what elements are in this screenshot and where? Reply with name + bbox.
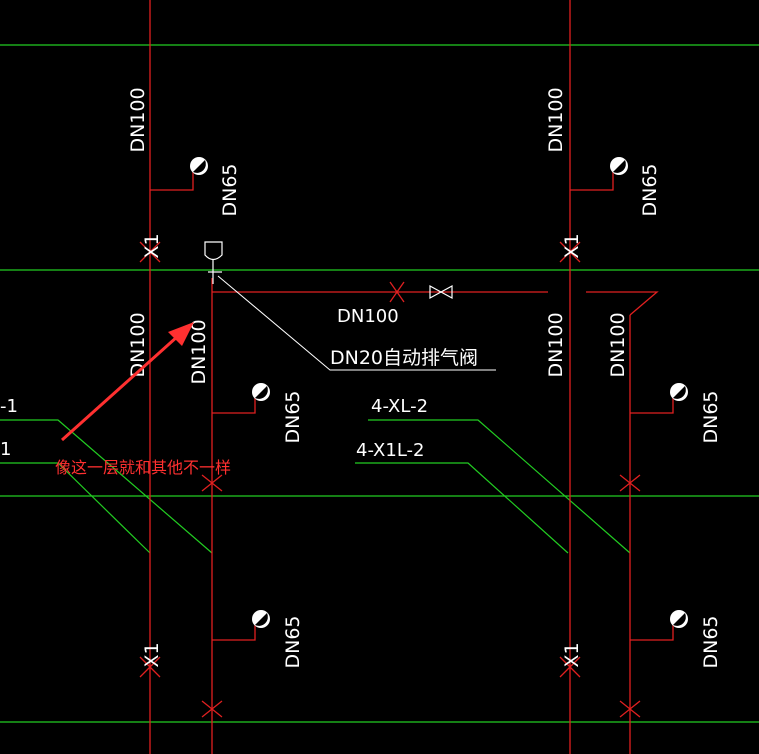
hydrant-icon	[610, 157, 628, 175]
label-dn65: DN65	[282, 615, 304, 668]
annotation-arrow-icon	[60, 322, 194, 442]
label-dn100: DN100	[545, 87, 567, 152]
branch-mid-right	[630, 398, 674, 414]
branch-bot-left	[212, 625, 256, 641]
x-marker-6	[559, 656, 581, 678]
hydrant-icon	[252, 383, 270, 401]
riser-markers	[139, 241, 641, 718]
pipe-right-bend	[586, 291, 659, 316]
leader-lines	[0, 419, 631, 554]
label-dn100: DN100	[188, 319, 210, 384]
label-dn65: DN65	[219, 163, 241, 216]
x-marker-4	[619, 474, 641, 492]
hydrant-icon	[252, 610, 270, 628]
risers	[149, 0, 631, 754]
label-dn100-horizontal: DN100	[337, 306, 399, 327]
label-left-cut-top: -1	[0, 396, 18, 417]
label-dn100: DN100	[607, 312, 629, 377]
label-dn65: DN65	[282, 390, 304, 443]
branch-bot-right	[630, 625, 674, 641]
label-x1: X1	[141, 642, 163, 667]
label-left-cut-bottom: 1	[0, 439, 11, 460]
label-dn100: DN100	[545, 312, 567, 377]
branch-top-left	[150, 172, 194, 191]
leader-xl2	[368, 419, 631, 554]
annotation-text: 像这一层就和其他不一样	[55, 458, 231, 477]
valve-icon	[429, 284, 453, 300]
air-valve-leader	[217, 275, 496, 371]
horizontal-pipe	[212, 281, 659, 316]
hydrant-branches	[150, 172, 674, 641]
hydrant-icon	[670, 383, 688, 401]
hydrant-icon	[670, 610, 688, 628]
leader-x1l2	[355, 462, 569, 554]
x-marker-1	[139, 241, 161, 263]
label-dn65: DN65	[700, 615, 722, 668]
x-marker-2	[559, 241, 581, 263]
label-air-valve: DN20自动排气阀	[330, 347, 478, 369]
label-dn100: DN100	[127, 312, 149, 377]
x-marker-3	[201, 474, 223, 492]
label-x1: X1	[561, 233, 583, 258]
label-xl2: 4-XL-2	[371, 396, 428, 417]
label-dn100: DN100	[127, 87, 149, 152]
x-marker-5	[139, 656, 161, 678]
branch-top-right	[570, 172, 614, 191]
label-dn65: DN65	[639, 163, 661, 216]
leader-left-2	[0, 462, 151, 554]
label-x1: X1	[141, 233, 163, 258]
label-x1: X1	[561, 642, 583, 667]
hydrant-symbols	[190, 157, 688, 628]
floor-lines	[0, 44, 759, 723]
branch-mid-left	[212, 398, 256, 414]
hydrant-icon	[190, 157, 208, 175]
air-valve-icon	[204, 241, 223, 284]
label-x1l2: 4-X1L-2	[356, 440, 425, 461]
leader-left-1	[0, 419, 213, 554]
x-marker-7	[201, 700, 223, 718]
pipe-break-x-b	[389, 281, 405, 303]
label-dn65: DN65	[700, 390, 722, 443]
x-marker-8	[619, 700, 641, 718]
